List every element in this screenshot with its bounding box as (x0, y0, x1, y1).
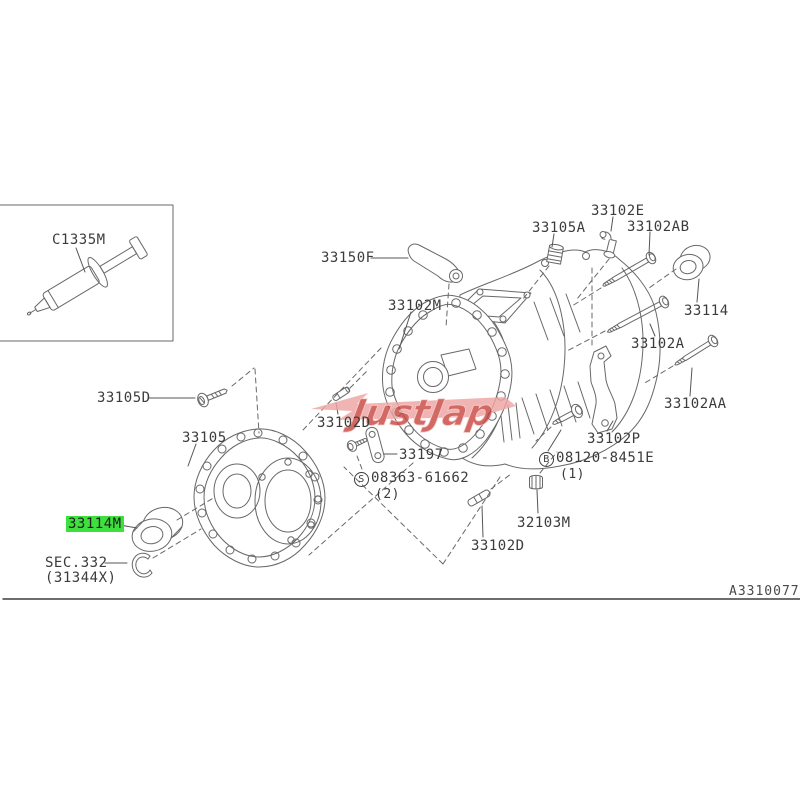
highlighted-part-number: 33114M (66, 516, 124, 532)
part-label-33102ab: 33102AB (627, 219, 690, 235)
part-label-c1335m: C1335M (52, 232, 106, 248)
part-label-33102d-left: 33102D (317, 415, 371, 431)
cover-bolt-holes (195, 428, 323, 564)
section-ref-line2: (31344X) (45, 570, 117, 586)
part-label-33102e: 33102E (591, 203, 645, 219)
screw-33197-drawing (346, 437, 368, 452)
standard-part-circle-b: B (539, 452, 554, 467)
front-cover-drawing (193, 428, 326, 568)
part-label-33102p: 33102P (587, 431, 641, 447)
breather-33102e-drawing (599, 231, 617, 259)
seal-33114-drawing (672, 244, 711, 281)
section-ref-line1: SEC.332 (45, 555, 108, 571)
part-label-33150f: 33150F (321, 250, 375, 266)
standard-part-circle-s: S (354, 472, 369, 487)
seal-33114m-drawing (131, 506, 184, 552)
plate-33197-drawing (365, 426, 385, 464)
plug-33105a-drawing (546, 243, 564, 265)
part-qty: (1) (560, 467, 585, 482)
watermark-text: JustJap (341, 391, 497, 434)
sealant-syringe-drawing (26, 236, 148, 316)
part-label-33102d-bottom: 33102D (471, 538, 525, 554)
bolt-33102aa-drawing (674, 334, 719, 366)
diagram-code: A3310077 (729, 584, 800, 599)
part-label-32103m: 32103M (517, 515, 571, 531)
part-label-33102aa: 33102AA (664, 396, 727, 412)
sealant-inset-box (0, 204, 174, 342)
part-label-33102m: 33102M (388, 298, 442, 314)
part-qty: (2) (375, 487, 400, 502)
part-number: 08120-8451E (556, 450, 655, 466)
part-label-33102a: 33102A (631, 336, 685, 352)
part-number: 08363-61662 (371, 470, 470, 486)
bolt-33105d-drawing (197, 388, 228, 408)
assembly-dashed-lines (152, 258, 677, 565)
plug-32103m-drawing (529, 474, 543, 490)
section-reference-label: SEC.332 (31344X) (45, 556, 116, 586)
bracket-33150f-drawing (407, 243, 463, 283)
part-label-33105: 33105 (182, 430, 227, 446)
watermark-logo: JustJap (311, 391, 516, 434)
dowel-33102d-bottom-drawing (467, 489, 491, 507)
bracket-33102p-drawing (589, 345, 618, 434)
bolt-08120-drawing (552, 403, 584, 425)
snap-ring-drawing (131, 552, 153, 578)
part-label-33197: 33197 (399, 447, 444, 463)
part-label-33105a: 33105A (532, 220, 586, 236)
flange-bolt-holes (385, 298, 510, 457)
bolt-33102a-drawing (606, 295, 670, 333)
part-label-33114m-highlighted: 33114M (66, 516, 124, 532)
part-label-33114: 33114 (684, 303, 729, 319)
part-label-33105d: 33105D (97, 390, 151, 406)
